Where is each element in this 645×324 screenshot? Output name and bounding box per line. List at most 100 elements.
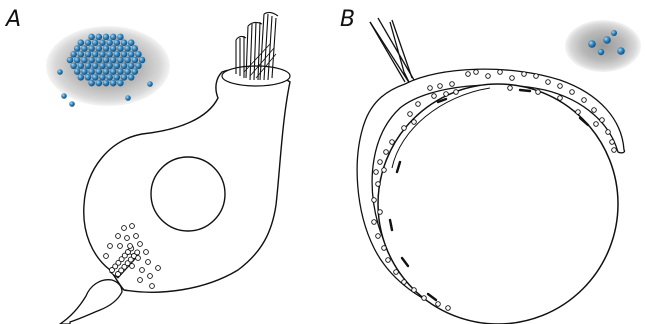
free-vesicle — [150, 284, 155, 289]
cluster-vesicle — [85, 74, 92, 81]
calyx-vesicle — [558, 84, 563, 89]
calyx-vesicle — [610, 140, 615, 145]
cluster-vesicle — [132, 68, 139, 75]
calyx-vesicle — [390, 140, 395, 145]
cluster-vesicle — [125, 95, 131, 101]
inset-b-membrane-patch — [565, 20, 641, 72]
calyx-vesicle — [382, 246, 387, 251]
calyx-vesicle — [394, 270, 399, 275]
calyx-vesicle — [432, 94, 437, 99]
calyx-vesicle — [382, 168, 387, 173]
cluster-vesicle — [124, 68, 131, 75]
cluster-vesicle — [81, 68, 88, 75]
free-vesicle — [144, 250, 149, 255]
cluster-vesicle — [88, 34, 95, 41]
calyx-vesicle — [378, 210, 383, 215]
cluster-vesicle — [88, 57, 95, 64]
calyx-vesicle — [606, 130, 611, 135]
calyx-vesicle — [428, 86, 433, 91]
nucleus-icon — [151, 157, 225, 231]
cluster-vesicle — [74, 68, 81, 75]
cluster-vesicle — [106, 39, 113, 46]
inset-a-vesicle-cluster — [46, 26, 170, 107]
free-vesicle — [108, 244, 113, 249]
calyx-vesicle — [438, 84, 443, 89]
cluster-vesicle — [117, 34, 124, 41]
free-vesicle — [118, 244, 123, 249]
cluster-vesicle — [96, 34, 103, 41]
cluster-vesicle — [78, 39, 85, 46]
cluster-vesicle — [110, 57, 117, 64]
cluster-vesicle — [132, 57, 139, 64]
cluster-vesicle — [128, 51, 135, 58]
cluster-vesicle — [67, 57, 74, 64]
cluster-vesicle — [74, 45, 81, 52]
calyx-vesicle — [582, 98, 587, 103]
calyx-vesicle — [376, 234, 381, 239]
calyx-vesicle — [450, 82, 455, 87]
cluster-vesicle — [110, 80, 117, 87]
cluster-vesicle — [81, 45, 88, 52]
free-vesicle — [125, 236, 130, 241]
cluster-vesicle — [106, 51, 113, 58]
cluster-vesicle — [139, 57, 146, 64]
calyx-vesicle — [436, 302, 441, 307]
cluster-vesicle — [103, 80, 110, 87]
calyx-vesicle — [474, 70, 479, 75]
cluster-vesicle — [96, 68, 103, 75]
cluster-vesicle — [81, 57, 88, 64]
cluster-vesicle — [96, 80, 103, 87]
calyx-vesicle — [444, 92, 449, 97]
cluster-vesicle — [92, 74, 99, 81]
free-vesicle — [148, 274, 153, 279]
cluster-vesicle — [96, 57, 103, 64]
free-vesicle — [130, 264, 135, 269]
cluster-vesicle — [57, 69, 63, 75]
cluster-vesicle — [92, 62, 99, 69]
calyx-vesicle — [600, 118, 605, 123]
cluster-vesicle — [70, 51, 77, 58]
cluster-vesicle — [99, 74, 106, 81]
calyx-vesicle — [534, 74, 539, 79]
cluster-vesicle — [70, 62, 77, 69]
cluster-vesicle — [128, 62, 135, 69]
cluster-vesicle — [128, 39, 135, 46]
cluster-vesicle — [96, 45, 103, 52]
calyx-vesicle — [374, 170, 379, 175]
ribbon-vesicle — [135, 250, 140, 255]
cluster-vesicle — [88, 45, 95, 52]
free-vesicle — [136, 256, 141, 261]
calyx-vesicle — [408, 112, 413, 117]
cluster-vesicle — [121, 51, 128, 58]
cluster-vesicle — [99, 62, 106, 69]
cluster-vesicle — [110, 45, 117, 52]
calyx-vesicle — [592, 108, 597, 113]
cluster-vesicle — [85, 39, 92, 46]
calyx-vesicle — [466, 72, 471, 77]
cluster-vesicle — [135, 51, 142, 58]
calyx-vesicle — [522, 72, 527, 77]
cluster-vesicle — [106, 62, 113, 69]
cluster-vesicle — [88, 80, 95, 87]
cluster-vesicle — [124, 45, 131, 52]
cluster-vesicle — [117, 45, 124, 52]
calyx-vesicle — [372, 220, 377, 225]
cluster-vesicle — [110, 34, 117, 41]
calyx-vesicle — [536, 90, 541, 95]
calyx-vesicle — [402, 280, 407, 285]
calyx-vesicle — [402, 126, 407, 131]
cluster-vesicle — [69, 101, 75, 107]
free-vesicle — [122, 226, 127, 231]
cluster-vesicle — [128, 74, 135, 81]
calyx-vesicle — [570, 90, 575, 95]
calyx-vesicle — [498, 70, 503, 75]
nerve-terminal-icon — [60, 280, 122, 324]
free-vesicle — [130, 224, 135, 229]
inset-b-vesicle-cluster — [565, 20, 641, 72]
cluster-vesicle — [117, 68, 124, 75]
panel-a — [46, 12, 290, 324]
cluster-vesicle — [92, 39, 99, 46]
calyx-vesicle — [510, 76, 515, 81]
calyx-vesicle — [558, 96, 563, 101]
